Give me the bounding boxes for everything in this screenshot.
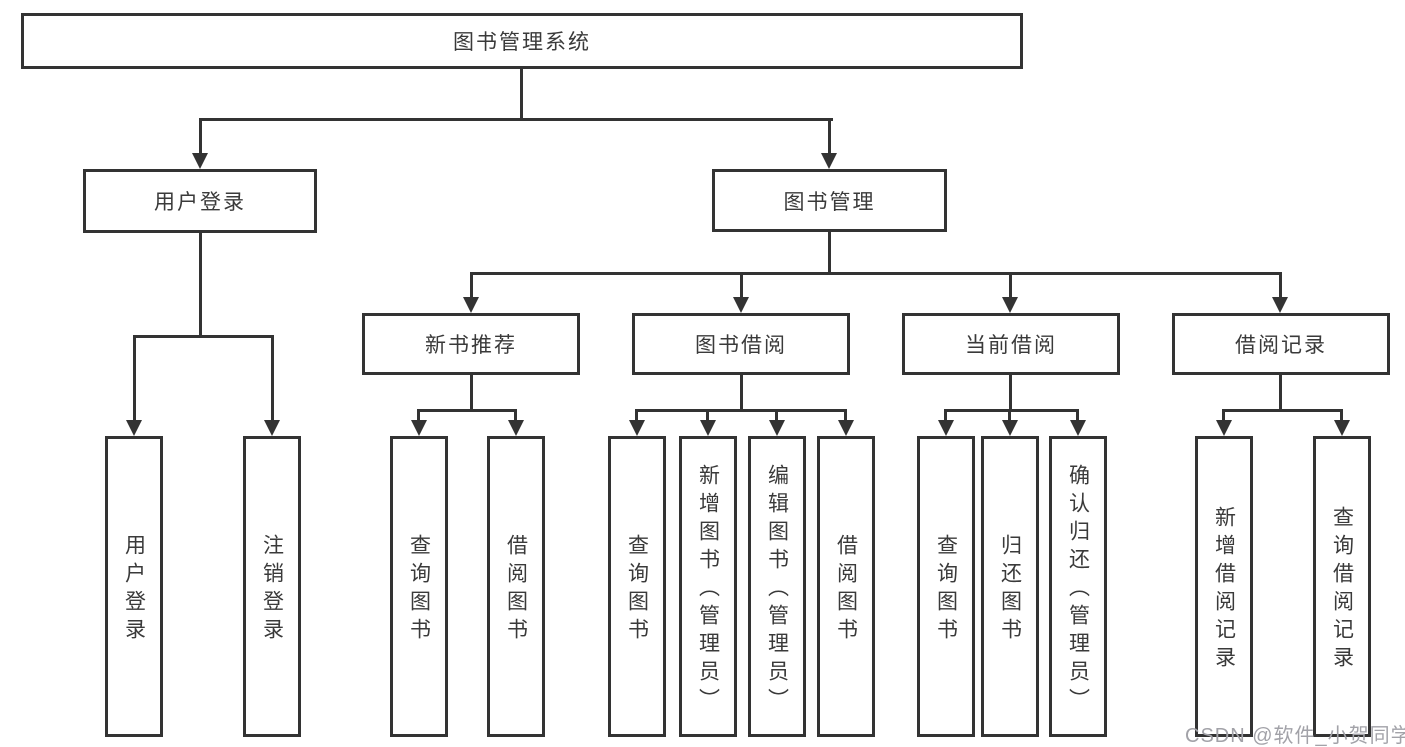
node-current-borrow: 当前借阅 [902, 313, 1120, 375]
arrowhead-leaf-return [1002, 420, 1018, 436]
connector-level1-hline [199, 118, 833, 121]
arrowhead-borrow-records [1272, 297, 1288, 313]
connector-new-books-hline [418, 409, 517, 412]
arrowhead-book-borrow [733, 297, 749, 313]
node-root: 图书管理系统 [21, 13, 1023, 69]
connector-to-leaf-borrow2 [844, 409, 847, 420]
connector-to-book-borrow [740, 272, 743, 297]
leaf-logout: 注销登录 [243, 436, 301, 737]
connector-to-leaf-query1 [417, 409, 420, 420]
arrowhead-leaf-borrow2 [838, 420, 854, 436]
connector-to-leaf-query-record [1340, 409, 1343, 420]
leaf-borrow-books-borrow: 借阅图书 [817, 436, 875, 737]
connector-user-login-stem [199, 233, 202, 335]
leaf-query-books-current: 查询图书 [917, 436, 975, 737]
connector-to-leaf-add-book [706, 409, 709, 420]
arrowhead-leaf-query2 [629, 420, 645, 436]
connector-borrow-records-hline [1223, 409, 1343, 412]
arrowhead-leaf-add-record [1216, 420, 1232, 436]
connector-book-borrow-hline [636, 409, 847, 412]
leaf-borrow-books-newbooks: 借阅图书 [487, 436, 545, 737]
connector-to-leaf-confirm-return [1076, 409, 1079, 420]
arrowhead-leaf-login [126, 420, 142, 436]
node-book-mgmt: 图书管理 [712, 169, 947, 232]
watermark: CSDN @软件_小贺同学 [1185, 725, 1405, 747]
arrowhead-leaf-logout [264, 420, 280, 436]
leaf-add-book-admin: 新增图书（管理员） [679, 436, 737, 737]
connector-to-current-borrow [1009, 272, 1012, 297]
arrowhead-leaf-query-record [1334, 420, 1350, 436]
connector-to-user-login [199, 118, 202, 155]
arrowhead-leaf-confirm-return [1070, 420, 1086, 436]
arrowhead-leaf-query3 [938, 420, 954, 436]
leaf-return-book: 归还图书 [981, 436, 1039, 737]
leaf-query-books-newbooks: 查询图书 [390, 436, 448, 737]
connector-book-borrow-stem [740, 375, 743, 409]
connector-to-leaf-borrow1 [514, 409, 517, 420]
arrowhead-leaf-query1 [411, 420, 427, 436]
connector-to-book-mgmt [828, 118, 831, 155]
connector-new-books-stem [470, 375, 473, 409]
arrowhead-user-login [192, 153, 208, 169]
arrowhead-leaf-borrow1 [508, 420, 524, 436]
arrowhead-leaf-edit-book [769, 420, 785, 436]
node-new-books: 新书推荐 [362, 313, 580, 375]
leaf-query-books-borrow: 查询图书 [608, 436, 666, 737]
leaf-user-login: 用户登录 [105, 436, 163, 737]
node-user-login: 用户登录 [83, 169, 317, 233]
connector-to-borrow-records [1279, 272, 1282, 297]
connector-borrow-records-stem [1279, 375, 1282, 409]
connector-to-leaf-add-record [1222, 409, 1225, 420]
arrowhead-leaf-add-book [700, 420, 716, 436]
connector-to-leaf-logout [271, 335, 274, 420]
connector-to-leaf-query3 [944, 409, 947, 420]
connector-current-borrow-hline [945, 409, 1079, 412]
node-borrow-records: 借阅记录 [1172, 313, 1390, 375]
arrowhead-new-books [463, 297, 479, 313]
connector-to-leaf-return [1008, 409, 1011, 420]
arrowhead-current-borrow [1002, 297, 1018, 313]
leaf-query-borrow-record: 查询借阅记录 [1313, 436, 1371, 737]
connector-to-new-books [470, 272, 473, 297]
connector-user-login-hline [133, 335, 274, 338]
leaf-add-borrow-record: 新增借阅记录 [1195, 436, 1253, 737]
leaf-edit-book-admin: 编辑图书（管理员） [748, 436, 806, 737]
node-book-borrow: 图书借阅 [632, 313, 850, 375]
connector-level3-hline [470, 272, 1282, 275]
connector-book-mgmt-stem [828, 232, 831, 272]
connector-to-leaf-query2 [635, 409, 638, 420]
connector-root-stem [520, 69, 523, 118]
connector-current-borrow-stem [1009, 375, 1012, 409]
leaf-confirm-return-admin: 确认归还（管理员） [1049, 436, 1107, 737]
connector-to-leaf-edit-book [775, 409, 778, 420]
connector-to-leaf-login [133, 335, 136, 420]
arrowhead-book-mgmt [821, 153, 837, 169]
